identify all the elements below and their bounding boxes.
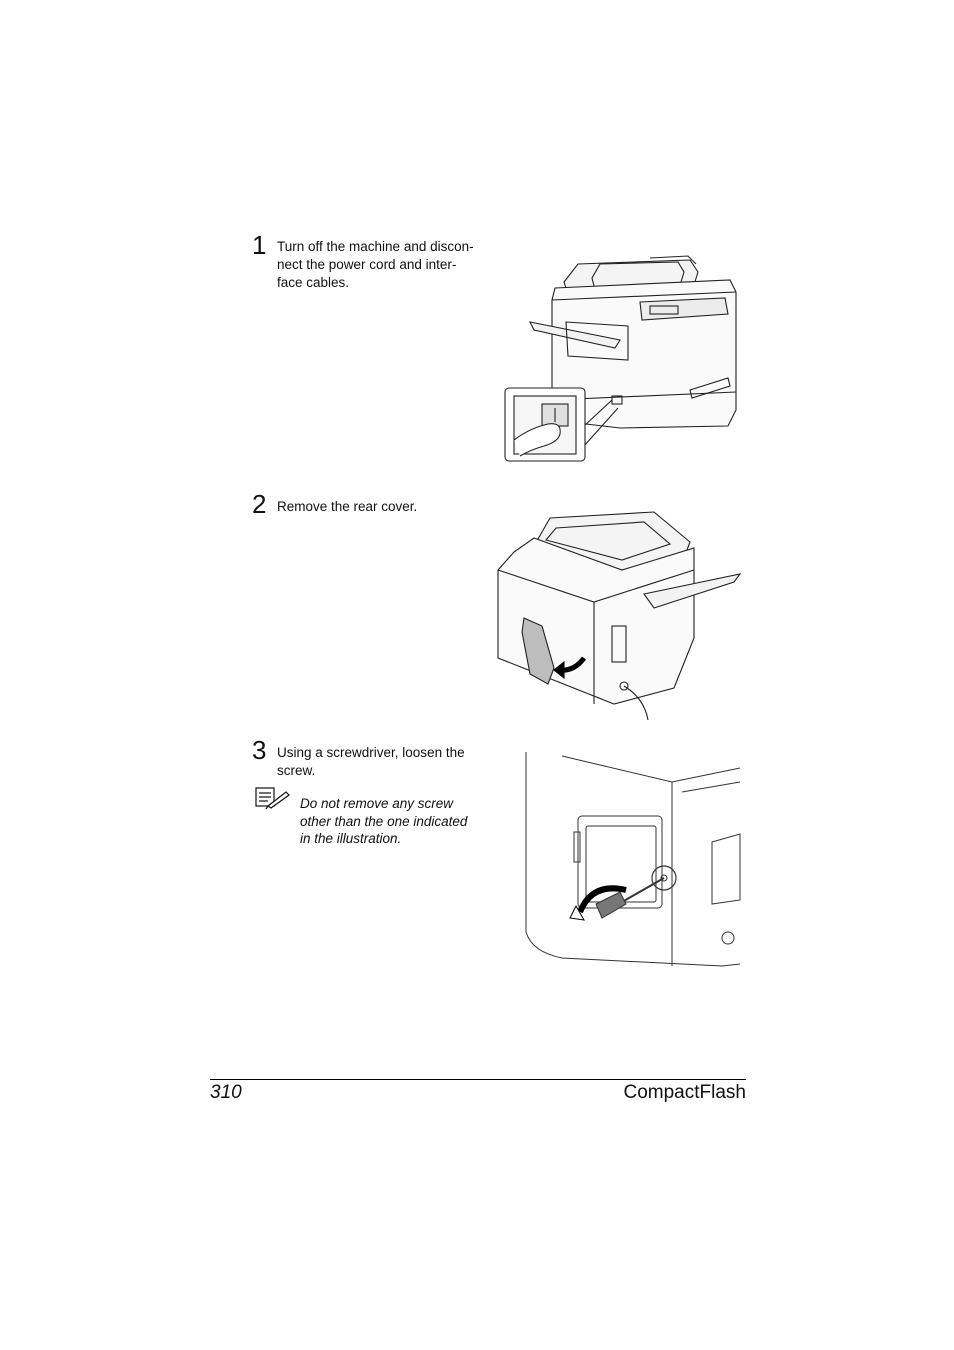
- footer-rule: [210, 1079, 746, 1080]
- page-number: 310: [210, 1082, 242, 1103]
- step-3-text: Using a screwdriver, loosen the screw.: [277, 744, 492, 780]
- rear-cover-removal-illustration: [497, 511, 742, 720]
- note-pencil-icon: [255, 787, 290, 810]
- section-title: CompactFlash: [623, 1082, 747, 1103]
- screwdriver-illustration: [525, 752, 741, 967]
- note-line-2: other than the one indicated: [300, 813, 468, 829]
- note-line-3: in the illustration.: [300, 831, 402, 846]
- step-1-line-3: face cables.: [277, 275, 350, 290]
- step-3-line-2: screw.: [277, 763, 316, 778]
- note-line-1: Do not remove any screw: [300, 796, 454, 811]
- step-3-number: 3: [252, 735, 267, 765]
- step-1-text: Turn off the machine and discon- nect th…: [277, 238, 492, 292]
- step-2-line-1: Remove the rear cover.: [277, 499, 418, 514]
- step-3-line-1: Using a screwdriver, loosen the: [277, 745, 465, 760]
- step-2-text: Remove the rear cover.: [277, 498, 492, 516]
- step-2-number: 2: [252, 489, 267, 519]
- step-1-line-1: Turn off the machine and discon-: [277, 239, 474, 254]
- printer-power-switch-illustration: [504, 255, 737, 462]
- step-1-number: 1: [252, 230, 267, 260]
- note-text: Do not remove any screw other than the o…: [300, 795, 490, 848]
- step-1-line-2: nect the power cord and inter-: [277, 257, 457, 272]
